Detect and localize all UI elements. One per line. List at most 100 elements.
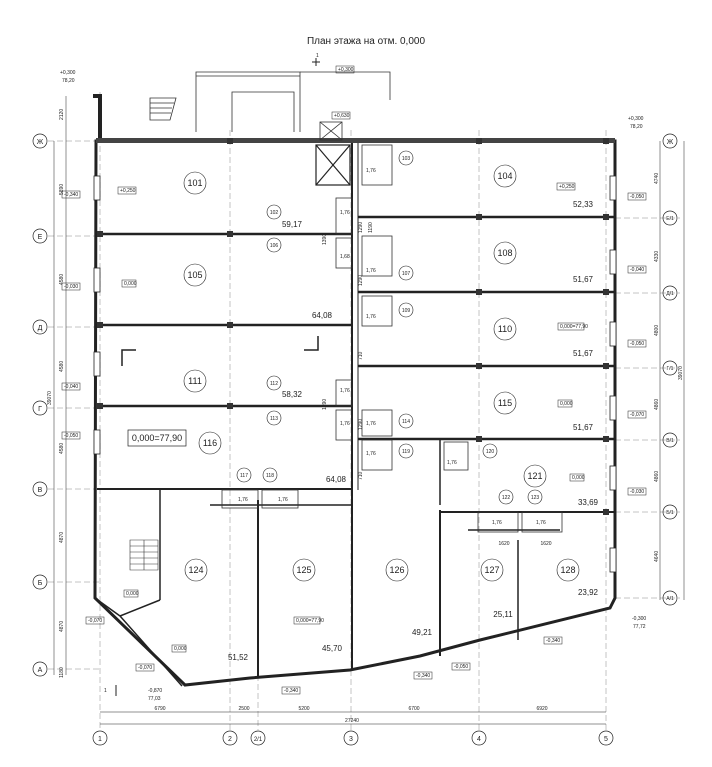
svg-text:77,72: 77,72 bbox=[633, 624, 646, 630]
room-number: 117 bbox=[240, 473, 248, 479]
room-number: 121 bbox=[527, 471, 542, 481]
svg-text:-0,040: -0,040 bbox=[64, 384, 78, 390]
axis-markers: 1 2 2/1 3 4 5 Ж Е Д Г В Б А Ж Е/1 Д/1 Г/… bbox=[32, 133, 678, 746]
section-mark-bottom: 1 bbox=[104, 688, 107, 694]
svg-text:4580: 4580 bbox=[59, 361, 65, 372]
axis-label: Ж bbox=[667, 139, 674, 146]
svg-text:1390: 1390 bbox=[322, 399, 328, 410]
canopy-outline bbox=[149, 71, 391, 141]
svg-text:4640: 4640 bbox=[654, 551, 660, 562]
svg-text:-0,300: -0,300 bbox=[632, 616, 646, 622]
svg-text:5890: 5890 bbox=[59, 184, 65, 195]
room-number: 115 bbox=[498, 398, 512, 408]
room-area: 23,92 bbox=[578, 588, 599, 597]
svg-text:-0,050: -0,050 bbox=[454, 664, 468, 670]
svg-text:-0,070: -0,070 bbox=[630, 412, 644, 418]
svg-text:-0,050: -0,050 bbox=[630, 194, 644, 200]
columns bbox=[97, 138, 609, 515]
axis-label: 2 bbox=[228, 736, 232, 743]
room-area: 25,11 bbox=[493, 610, 513, 619]
svg-text:0,000: 0,000 bbox=[174, 646, 187, 652]
svg-text:0,000=77,90: 0,000=77,90 bbox=[560, 324, 588, 330]
room-area: 64,08 bbox=[326, 475, 347, 484]
svg-text:1,76: 1,76 bbox=[340, 421, 350, 427]
svg-text:+0,250: +0,250 bbox=[120, 188, 136, 194]
svg-text:4870: 4870 bbox=[59, 621, 65, 632]
svg-text:-0,870: -0,870 bbox=[148, 688, 162, 694]
svg-text:1,68: 1,68 bbox=[340, 254, 350, 260]
room-number: 112 bbox=[270, 381, 278, 387]
svg-text:-0,070: -0,070 bbox=[138, 665, 152, 671]
svg-text:1290: 1290 bbox=[358, 222, 364, 233]
svg-text:1,76: 1,76 bbox=[278, 497, 288, 503]
axis-label: 2/1 bbox=[254, 737, 263, 743]
room-area: 52,33 bbox=[573, 200, 594, 209]
dimensions-left: 2120 5890 4580 4580 4580 4870 4870 1180 … bbox=[47, 96, 67, 678]
room-number: 109 bbox=[402, 308, 411, 314]
axis-label: Ж bbox=[37, 139, 44, 146]
svg-text:4860: 4860 bbox=[654, 471, 660, 482]
svg-text:+0,250: +0,250 bbox=[559, 184, 575, 190]
axis-label: Б/1 bbox=[666, 510, 674, 516]
svg-text:-0,040: -0,040 bbox=[630, 267, 644, 273]
svg-text:1,76: 1,76 bbox=[366, 314, 376, 320]
floor-level-box: 0,000=77,90 bbox=[127, 429, 187, 447]
room-number: 113 bbox=[270, 416, 278, 422]
svg-text:1,76: 1,76 bbox=[366, 168, 376, 174]
svg-text:-0,050: -0,050 bbox=[64, 433, 78, 439]
svg-text:4860: 4860 bbox=[654, 399, 660, 410]
svg-text:0,000: 0,000 bbox=[572, 475, 585, 481]
svg-text:1,76: 1,76 bbox=[366, 268, 376, 274]
axis-label: Д/1 bbox=[666, 291, 674, 297]
svg-text:4580: 4580 bbox=[59, 274, 65, 285]
plan-title: План этажа на отм. 0,000 bbox=[307, 36, 426, 47]
svg-text:6700: 6700 bbox=[408, 706, 419, 712]
svg-text:+0,300: +0,300 bbox=[338, 67, 354, 73]
room-area: 51,52 bbox=[228, 653, 249, 662]
svg-text:1,76: 1,76 bbox=[366, 451, 376, 457]
svg-text:4740: 4740 bbox=[654, 173, 660, 184]
svg-text:1190: 1190 bbox=[368, 222, 374, 233]
svg-text:77,03: 77,03 bbox=[148, 696, 161, 702]
room-number: 103 bbox=[402, 156, 411, 162]
room-area: 49,21 bbox=[412, 628, 433, 637]
svg-text:1,76: 1,76 bbox=[492, 520, 502, 526]
room-area: 59,17 bbox=[282, 220, 303, 229]
svg-text:78,20: 78,20 bbox=[62, 78, 75, 84]
svg-text:0,000: 0,000 bbox=[560, 401, 573, 407]
svg-text:710: 710 bbox=[358, 351, 364, 360]
svg-text:-0,050: -0,050 bbox=[630, 341, 644, 347]
svg-text:4800: 4800 bbox=[654, 325, 660, 336]
axis-label: В bbox=[38, 487, 43, 494]
stair-symbol bbox=[129, 539, 159, 571]
svg-text:39070: 39070 bbox=[678, 366, 684, 380]
axis-label: 3 bbox=[349, 736, 353, 743]
room-number: 125 bbox=[296, 565, 311, 575]
axis-label: В/1 bbox=[666, 438, 674, 444]
section-mark-top: 1 bbox=[316, 53, 319, 59]
room-area: 51,67 bbox=[573, 275, 594, 284]
room-number: 116 bbox=[203, 438, 217, 448]
svg-text:-0,340: -0,340 bbox=[546, 638, 560, 644]
room-area: 58,32 bbox=[282, 390, 303, 399]
room-number: 107 bbox=[402, 271, 411, 277]
room-number: 122 bbox=[502, 495, 511, 501]
svg-text:+0,300: +0,300 bbox=[60, 70, 76, 76]
svg-text:0,000: 0,000 bbox=[124, 281, 137, 287]
axis-label: Е/1 bbox=[666, 216, 674, 222]
room-number: 101 bbox=[187, 178, 202, 188]
room-number: 108 bbox=[497, 248, 512, 258]
room-number: 124 bbox=[188, 565, 203, 575]
room-area: 51,67 bbox=[573, 423, 594, 432]
shaft bbox=[315, 144, 351, 186]
room-number: 114 bbox=[402, 419, 410, 425]
floor-level-label: 0,000=77,90 bbox=[132, 433, 182, 443]
svg-text:1290: 1290 bbox=[358, 419, 364, 430]
room-number: 104 bbox=[497, 171, 512, 181]
room-number: 118 bbox=[266, 473, 274, 479]
room-number: 128 bbox=[560, 565, 575, 575]
svg-text:5200: 5200 bbox=[298, 706, 309, 712]
svg-text:-0,340: -0,340 bbox=[416, 673, 430, 679]
axis-label: А/1 bbox=[666, 596, 674, 602]
